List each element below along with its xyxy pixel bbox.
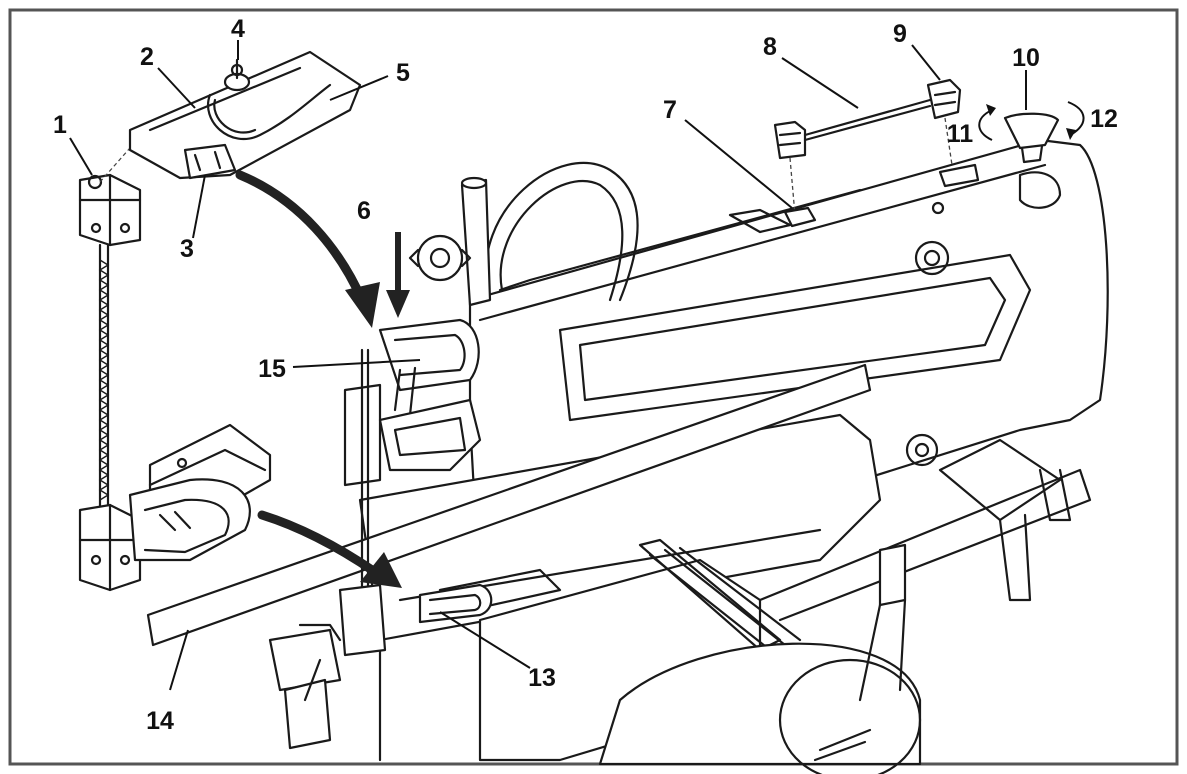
leader-8	[781, 57, 859, 109]
tension-knob-left	[408, 234, 472, 282]
callout-14: 14	[146, 707, 174, 735]
leader-1	[69, 137, 93, 176]
down-arrow-6	[386, 232, 410, 318]
leader-3	[192, 174, 206, 239]
callout-7: 7	[663, 96, 677, 124]
base-frame	[758, 438, 1092, 702]
tension-rod-assembly	[773, 78, 1060, 228]
callout-2: 2	[140, 43, 154, 71]
leader-15	[292, 359, 421, 368]
callout-4: 4	[231, 15, 245, 43]
leader-9	[911, 44, 941, 81]
leader-13	[439, 611, 531, 669]
callout-9: 9	[893, 20, 907, 48]
callout-6: 6	[357, 197, 371, 225]
callout-11: 11	[947, 120, 974, 148]
leader-14	[169, 629, 189, 691]
upper-blade-holder	[343, 318, 482, 602]
rotation-arrowhead-right	[1066, 128, 1076, 140]
leader-2	[157, 67, 196, 109]
callout-1: 1	[53, 111, 67, 139]
detached-blade	[78, 147, 142, 592]
leader-5	[329, 75, 389, 101]
lower-blade-holder	[268, 583, 493, 750]
callout-5: 5	[396, 59, 410, 87]
leader-7	[684, 119, 793, 209]
curved-arrow-upper	[235, 170, 380, 328]
table-bar	[146, 363, 872, 647]
curved-arrow-lower	[257, 510, 402, 588]
rotation-arrowhead-left	[986, 104, 996, 116]
air-hose	[460, 161, 639, 307]
callout-3: 3	[180, 235, 194, 263]
frame-border	[8, 8, 1179, 766]
motor	[598, 642, 922, 774]
detached-lower-clamp	[128, 423, 272, 562]
callout-8: 8	[763, 33, 777, 61]
detached-upper-clamp	[128, 50, 362, 180]
callout-12: 12	[1090, 105, 1118, 133]
callout-15: 15	[258, 355, 286, 383]
rotation-arrow-left	[978, 109, 993, 141]
callout-10: 10	[1012, 44, 1040, 72]
callout-13: 13	[528, 664, 556, 692]
rotation-arrow-right	[1067, 101, 1085, 135]
